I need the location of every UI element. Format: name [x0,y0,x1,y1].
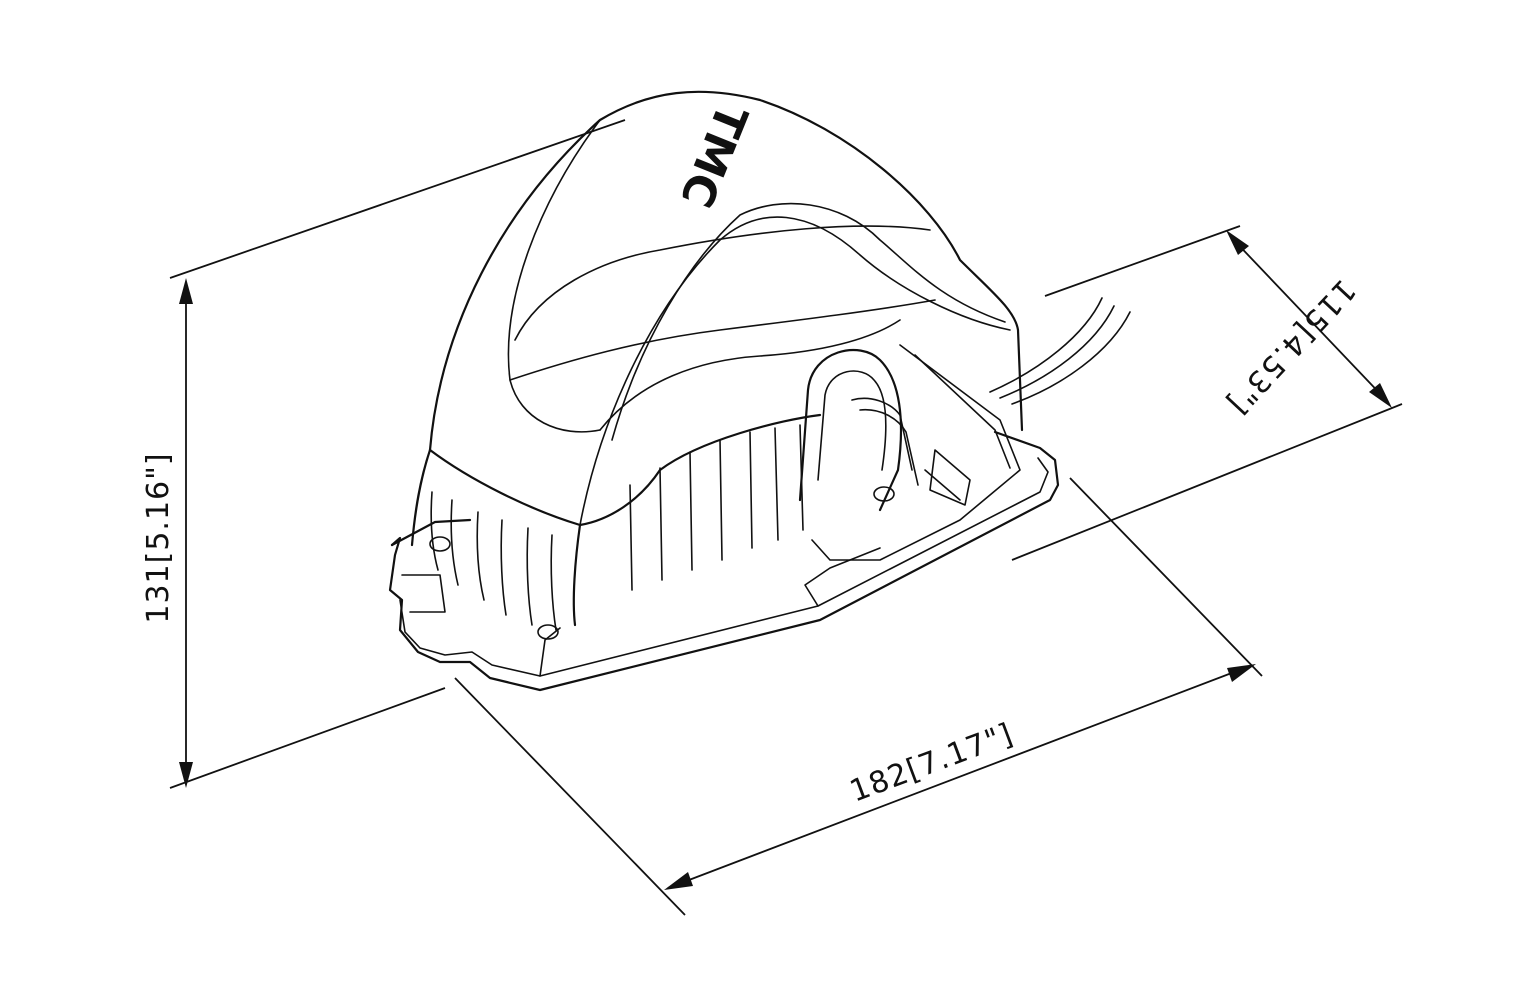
tmc-logo: TMC [670,97,757,214]
base-plate [388,430,1060,692]
width-extension-bottom [1011,403,1403,561]
length-label: 182[7.17"] [845,717,1018,810]
width-extension-top [1044,225,1241,297]
length-dimension-line [667,665,1251,889]
height-label: 131[5.16"] [141,452,176,623]
logo-text: TMC [670,97,757,214]
height-extension-top [169,119,626,279]
dome-cover [428,90,1024,526]
width-arrow-bottom [1369,383,1392,408]
ribbed-housing [410,413,822,631]
height-arrow-top [179,278,193,304]
width-label: 115[4.53"] [1220,272,1362,421]
length-extension-right [1069,477,1263,677]
width-dimension: 115[4.53"] [1011,225,1403,561]
length-dimension: 182[7.17"] [454,477,1263,916]
length-extension-left [454,677,686,916]
height-extension-bottom [169,687,446,789]
width-arrow-top [1226,230,1249,255]
power-cables [989,297,1131,405]
switch-mount [798,344,1021,561]
height-arrow-bottom [179,762,193,788]
height-dimension: 131[5.16"] [141,119,626,789]
length-arrow-left [664,872,693,890]
length-arrow-right [1227,664,1256,682]
width-dimension-line [1229,235,1389,403]
